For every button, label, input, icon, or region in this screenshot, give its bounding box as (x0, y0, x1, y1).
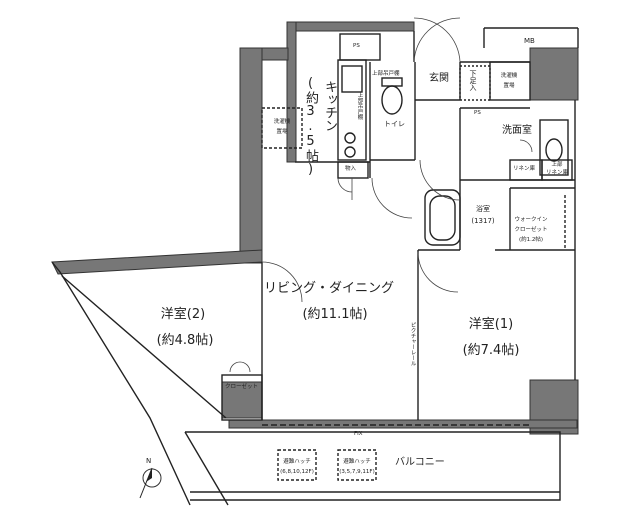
ps-top-label: PS (353, 43, 360, 49)
walkin-label: ウォークイン (514, 217, 548, 223)
linen-upper-label-1: 上部 (551, 162, 563, 168)
walkin-label-2: クローゼット (514, 227, 548, 233)
fix-label: FIX (354, 431, 363, 437)
living-label: リビング・ダイニング (263, 281, 395, 296)
picture-rail-label: ピクチャーレール (409, 322, 416, 366)
upper-cabinet-side-label: 上部吊戸棚 (356, 92, 363, 120)
kitchen-label: キッチン (322, 80, 337, 132)
kitchen-washer-label-2: 置場 (276, 129, 288, 135)
washroom-label: 洗面室 (502, 125, 532, 136)
shoe-cabinet-label: 下足入 (469, 70, 477, 91)
western2-label: 洋室(2) (160, 307, 206, 322)
western1-size: (約7.4帖) (462, 343, 520, 358)
linen-label: リネン庫 (513, 166, 536, 172)
western1-label: 洋室(1) (468, 317, 514, 332)
doors (229, 17, 533, 373)
hatch1-label: 避難ハッチ (283, 459, 311, 465)
western2-size: (約4.8帖) (156, 333, 214, 348)
north-arrow-icon (139, 467, 162, 499)
entrance-label: 玄関 (429, 73, 449, 84)
washer-label-1: 洗濯機 (500, 73, 518, 79)
hatch2-label: 避難ハッチ (343, 459, 371, 465)
walkin-size: (約1.2帖) (518, 237, 544, 243)
walls (51, 21, 579, 435)
bath-size: (1317) (471, 217, 495, 225)
kitchen-size: (約3.5帖) (303, 76, 318, 177)
kitchen-washer-label-1: 洗濯機 (273, 119, 291, 125)
balcony-label: バルコニー (395, 457, 445, 468)
north-label: N (146, 457, 152, 465)
outline (51, 27, 579, 506)
hatch1-floors: (6,8,10,12F) (280, 469, 314, 475)
closet-label: クローゼット (225, 384, 259, 390)
upper-cabinet-top-label: 上部吊戸棚 (372, 71, 400, 77)
washer-label-2: 置場 (503, 83, 515, 89)
mb-label: MB (524, 37, 535, 45)
hatch2-floors: (3,5,7,9,11F) (339, 469, 375, 475)
living-size: (約11.1帖) (302, 307, 368, 322)
toilet-label: トイレ (384, 120, 405, 128)
ps-wash-label: PS (474, 110, 481, 116)
linen-upper-label-2: リネン庫 (545, 170, 569, 176)
bath-label: 浴室 (476, 205, 490, 213)
storage-label: 物入 (345, 166, 357, 172)
